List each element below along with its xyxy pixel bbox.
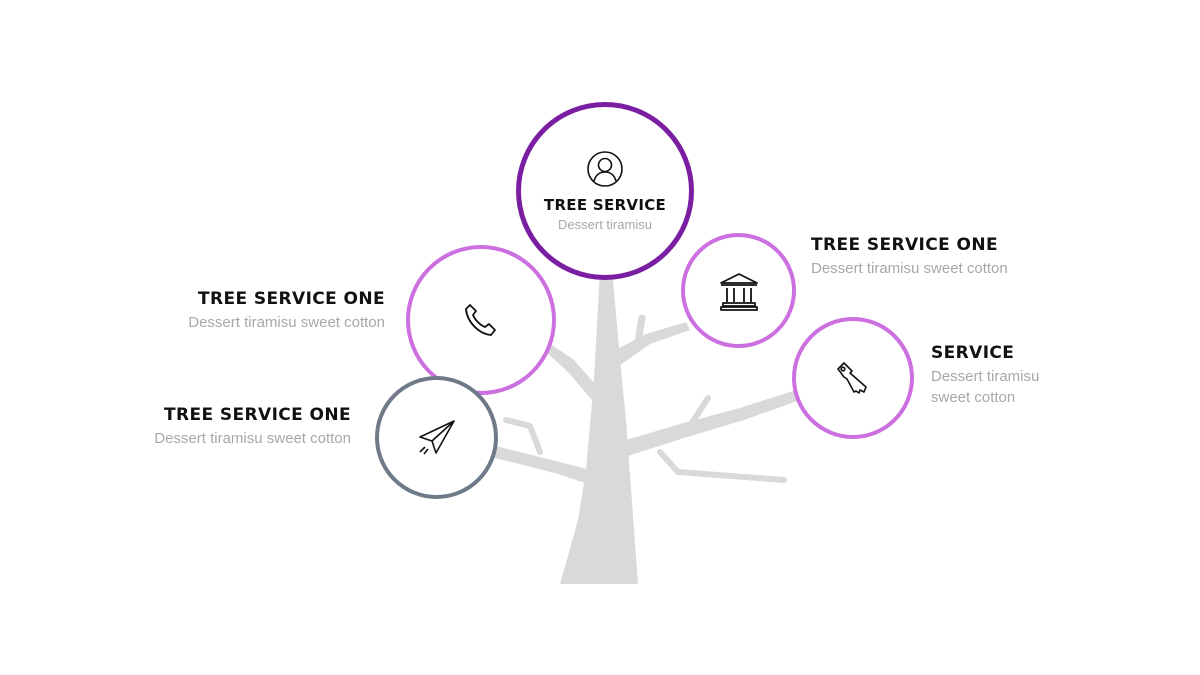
- label-bank: TREE SERVICE ONE Dessert tiramisu sweet …: [811, 235, 1071, 279]
- label-plane-title: TREE SERVICE ONE: [164, 405, 351, 425]
- tree-twig: [657, 449, 787, 483]
- label-plane-desc: Dessert tiramisu sweet cotton: [154, 430, 351, 447]
- tree-branch: [626, 390, 800, 456]
- node-key-circle[interactable]: [792, 317, 914, 439]
- tree-twig: [634, 314, 646, 346]
- tree-branch: [494, 446, 590, 484]
- label-key-title: SERVICE: [931, 343, 1015, 363]
- user-icon: [586, 150, 624, 188]
- node-top-circle[interactable]: TREE SERVICE Dessert tiramisu: [516, 102, 694, 280]
- label-phone-title: TREE SERVICE ONE: [198, 289, 385, 309]
- tree-twig: [503, 417, 543, 455]
- node-plane-circle[interactable]: [375, 376, 498, 499]
- label-key: SERVICE Dessert tiramisu sweet cotton: [931, 343, 1061, 408]
- label-phone-desc: Dessert tiramisu sweet cotton: [188, 314, 385, 331]
- tree-twig: [683, 395, 711, 435]
- node-top-desc: Dessert tiramisu: [558, 217, 652, 232]
- tree-trunk: [560, 270, 638, 584]
- bank-icon: [718, 271, 760, 311]
- label-plane: TREE SERVICE ONE Dessert tiramisu sweet …: [151, 405, 351, 449]
- paper-plane-icon: [416, 417, 458, 459]
- tree-branch: [546, 345, 596, 400]
- key-icon: [832, 357, 874, 399]
- label-bank-title: TREE SERVICE ONE: [811, 235, 998, 255]
- node-phone-circle[interactable]: [406, 245, 556, 395]
- label-bank-desc: Dessert tiramisu sweet cotton: [811, 260, 1008, 277]
- label-phone: TREE SERVICE ONE Dessert tiramisu sweet …: [185, 289, 385, 333]
- tree-branch: [612, 322, 690, 368]
- label-key-desc: Dessert tiramisu sweet cotton: [931, 368, 1040, 406]
- node-bank-circle[interactable]: [681, 233, 796, 348]
- phone-icon: [461, 300, 501, 340]
- node-top-title: TREE SERVICE: [543, 196, 667, 214]
